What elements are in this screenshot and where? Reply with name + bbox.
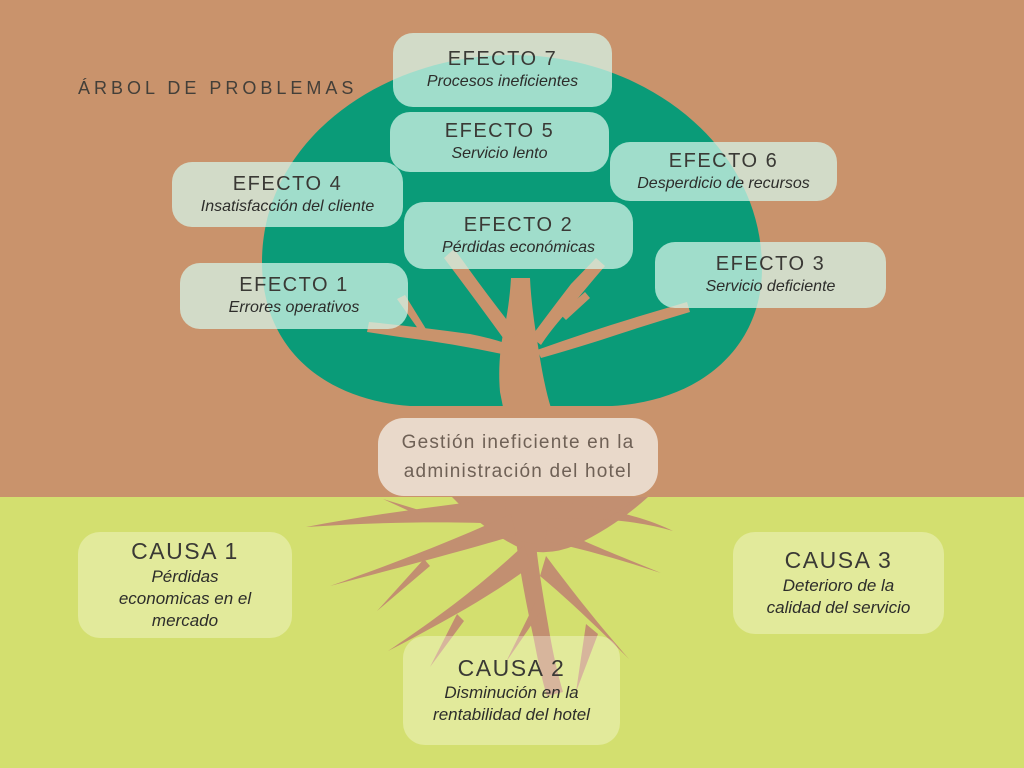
cause-3-label: CAUSA 3 — [784, 547, 893, 574]
central-problem-text: Gestión ineficiente en la administración… — [401, 431, 635, 482]
effect-7-text: Procesos ineficientes — [426, 73, 579, 91]
effect-3-label: EFECTO 3 — [715, 253, 826, 276]
effect-6-text: Desperdicio de recursos — [637, 174, 810, 192]
effect-4-text: Insatisfacción del cliente — [200, 197, 375, 215]
tree-roots — [306, 497, 673, 696]
effect-7-label: EFECTO 7 — [447, 48, 558, 71]
effect-6-label: EFECTO 6 — [668, 149, 779, 172]
effect-box-2: EFECTO 2 Pérdidas económicas — [404, 202, 633, 269]
effect-3-text: Servicio deficiente — [705, 278, 836, 296]
cause-3-text: Deterioro de la calidad del servicio — [766, 575, 911, 617]
effect-box-3: EFECTO 3 Servicio deficiente — [655, 242, 886, 308]
effect-1-label: EFECTO 1 — [239, 274, 349, 297]
effect-5-label: EFECTO 5 — [444, 120, 555, 143]
effect-4-label: EFECTO 4 — [232, 172, 343, 195]
cause-2-label: CAUSA 2 — [457, 654, 566, 681]
cause-box-2: CAUSA 2 Disminución en la rentabilidad d… — [403, 636, 620, 745]
cause-2-text: Disminución en la rentabilidad del hotel — [433, 683, 590, 725]
effect-1-text: Errores operativos — [228, 299, 360, 317]
effect-box-7: EFECTO 7 Procesos ineficientes — [393, 33, 612, 107]
effect-2-text: Pérdidas económicas — [442, 238, 595, 256]
central-problem-box: Gestión ineficiente en la administración… — [378, 418, 658, 496]
effect-2-label: EFECTO 2 — [463, 213, 574, 236]
effect-box-4: EFECTO 4 Insatisfacción del cliente — [172, 162, 403, 227]
effect-5-text: Servicio lento — [451, 145, 548, 163]
effect-box-6: EFECTO 6 Desperdicio de recursos — [610, 142, 837, 201]
page-title: ÁRBOL DE PROBLEMAS — [78, 78, 358, 98]
cause-1-text: Pérdidas economicas en el mercado — [118, 566, 252, 630]
effect-box-5: EFECTO 5 Servicio lento — [390, 112, 609, 172]
cause-box-1: CAUSA 1 Pérdidas economicas en el mercad… — [78, 532, 292, 638]
cause-1-label: CAUSA 1 — [131, 538, 239, 565]
effect-box-1: EFECTO 1 Errores operativos — [180, 263, 408, 329]
cause-box-3: CAUSA 3 Deterioro de la calidad del serv… — [733, 532, 944, 634]
tree-trunk-branches — [367, 249, 690, 417]
